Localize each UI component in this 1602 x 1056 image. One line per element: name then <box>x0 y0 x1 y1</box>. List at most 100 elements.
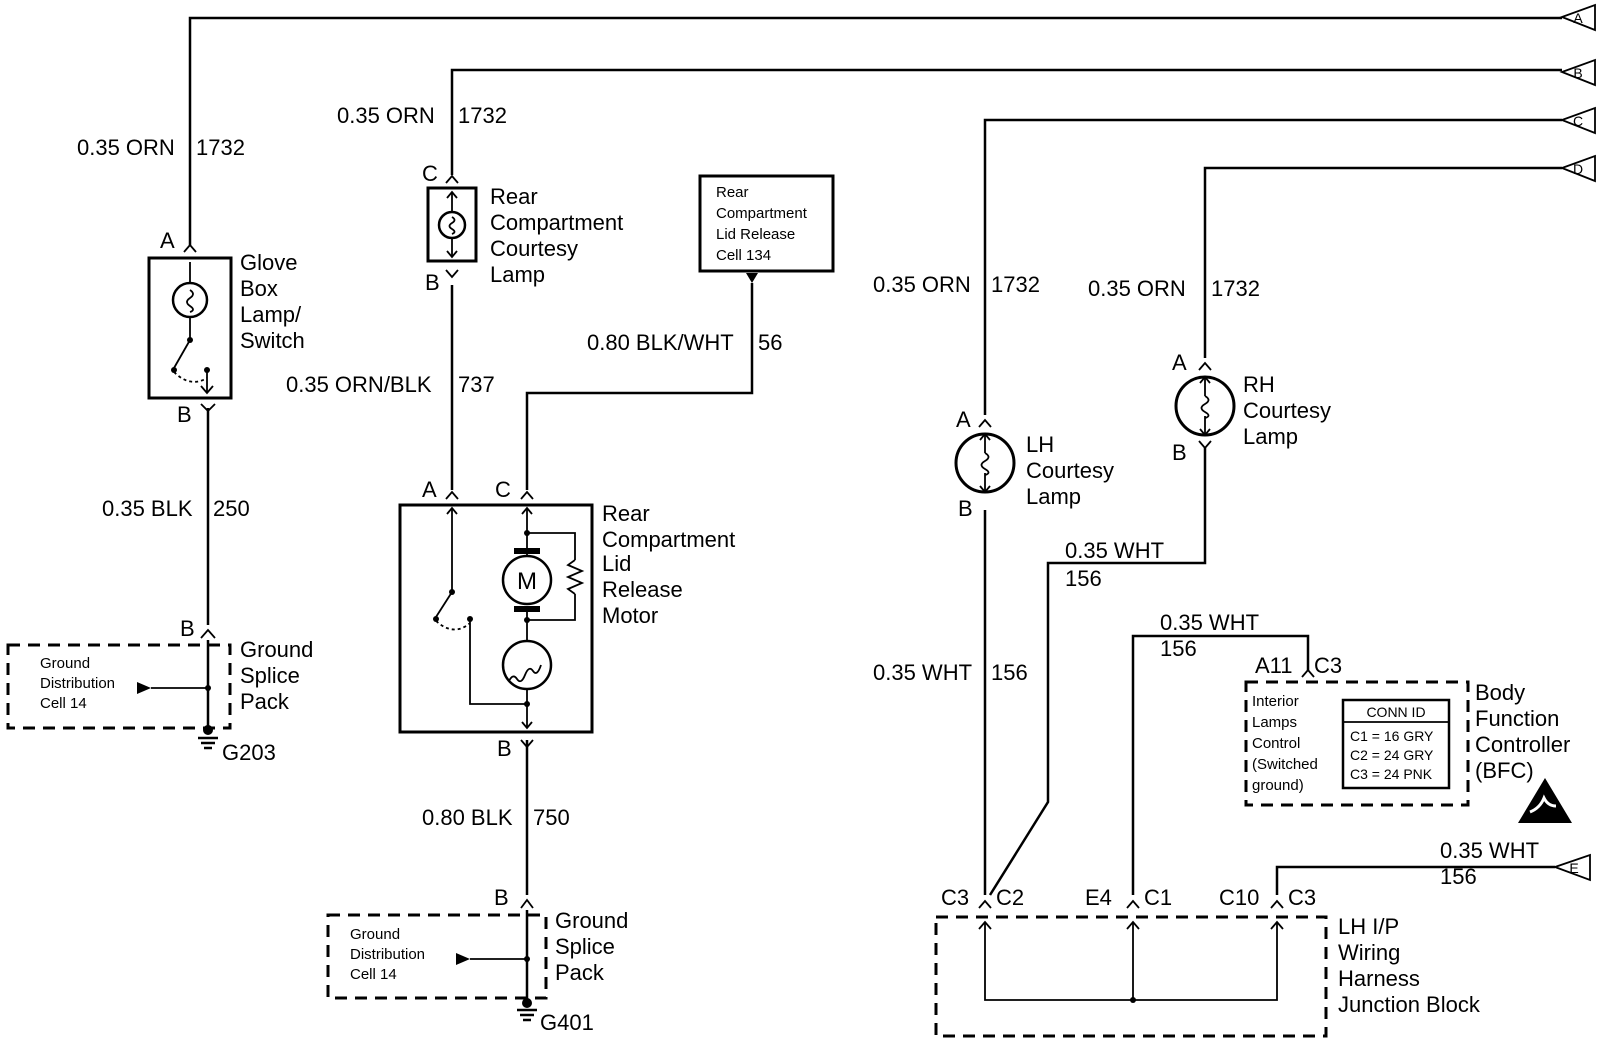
release-cell-label-2: Compartment <box>716 205 808 222</box>
offpage-connector-b[interactable]: B <box>1559 58 1596 87</box>
glove-box-label-1: Glove <box>240 250 297 275</box>
wire-circuit-label: 1732 <box>196 135 245 160</box>
wire-gauge-label: 0.35 WHT <box>1065 538 1164 563</box>
junction-label-4: Junction Block <box>1338 992 1481 1017</box>
offpage-connector-d[interactable]: D <box>1559 154 1596 183</box>
offpage-connector-a[interactable]: A <box>1559 3 1596 32</box>
pin-label: B <box>177 402 192 427</box>
connector-label: C1 <box>1144 885 1172 910</box>
glove-box-label-3: Lamp/ <box>240 302 302 327</box>
pin-label: C3 <box>941 885 969 910</box>
pin-label: B <box>958 496 973 521</box>
rear-compartment-lid-release-reference[interactable]: Rear Compartment Lid Release Cell 134 <box>698 174 835 283</box>
wire-circuit-label: 156 <box>1160 636 1197 661</box>
splice2-cell-2: Distribution <box>350 946 425 963</box>
conn-id-row: C2 = 24 GRY <box>1350 747 1434 763</box>
bfc-label-4: (BFC) <box>1475 758 1534 783</box>
pin-label: A <box>422 477 437 502</box>
glove-box-label-4: Switch <box>240 328 305 353</box>
thermal-element-icon <box>508 664 542 683</box>
ground-label-g203: G203 <box>222 740 276 765</box>
wire-circuit-label: 750 <box>533 805 570 830</box>
connector-label: C3 <box>1314 653 1342 678</box>
lh-courtesy-lamp[interactable] <box>954 432 1016 494</box>
rear-courtesy-label-4: Lamp <box>490 262 545 287</box>
wire-gauge-label: 0.35 BLK <box>102 496 193 521</box>
arrow-icon <box>137 682 151 694</box>
wire-gauge-label: 0.35 ORN <box>77 135 175 160</box>
wire-gauge-label: 0.35 ORN/BLK <box>286 372 432 397</box>
bfc-label-3: Controller <box>1475 732 1570 757</box>
release-motor-label-1: Rear <box>602 501 650 526</box>
bfc-inner-label-4: (Switched <box>1252 756 1318 773</box>
conn-id-title: CONN ID <box>1366 704 1425 720</box>
lh-ip-wiring-harness-junction-block[interactable] <box>934 915 1328 1038</box>
wire-gauge-label: 0.80 BLK/WHT <box>587 330 734 355</box>
offpage-connector-c[interactable]: C <box>1559 106 1596 135</box>
splice1-cell-3: Cell 14 <box>40 695 87 712</box>
glove-box-label-2: Box <box>240 276 278 301</box>
offpage-connector-e[interactable]: E <box>1552 853 1591 882</box>
connector-label: C2 <box>996 885 1024 910</box>
circuit-breaker-icon <box>501 639 553 691</box>
rear-courtesy-label-3: Courtesy <box>490 236 578 261</box>
pin-label: A <box>1172 350 1187 375</box>
wire-circuit-label: 1732 <box>991 272 1040 297</box>
pin-label: A <box>160 228 175 253</box>
wire-gauge-label: 0.35 ORN <box>873 272 971 297</box>
ground-splice-pack-2[interactable]: Ground Distribution Cell 14 <box>326 910 548 1000</box>
splice1-label-1: Ground <box>240 637 313 662</box>
wire-circuit-label: 1732 <box>458 103 507 128</box>
splice2-cell-1: Ground <box>350 926 400 943</box>
connector-label: C3 <box>1288 885 1316 910</box>
junction-label-1: LH I/P <box>1338 914 1399 939</box>
wire-circuit-label: 250 <box>213 496 250 521</box>
bfc-inner-label-1: Interior <box>1252 693 1299 710</box>
rear-courtesy-label-2: Compartment <box>490 210 623 235</box>
connector-label-b: B <box>1573 65 1582 81</box>
body-function-controller[interactable]: Interior Lamps Control (Switched ground)… <box>1244 680 1470 807</box>
wire-circuit-label: 156 <box>1440 864 1477 889</box>
pin-label: A11 <box>1255 653 1293 678</box>
splice2-label-3: Pack <box>555 960 605 985</box>
wire-circuit-label: 156 <box>991 660 1028 685</box>
connector-label-d: D <box>1573 161 1583 177</box>
release-motor-label-5: Motor <box>602 603 658 628</box>
wire-gauge-label: 0.35 WHT <box>1160 610 1259 635</box>
splice2-cell-3: Cell 14 <box>350 966 397 983</box>
pin-label: B <box>425 270 440 295</box>
pin-label: E4 <box>1085 885 1112 910</box>
pin-label: C <box>495 477 511 502</box>
release-motor-label-3: Lid <box>602 551 631 576</box>
release-motor-label-4: Release <box>602 577 683 602</box>
wire-gauge-label: 0.35 WHT <box>1440 838 1539 863</box>
rh-courtesy-lamp[interactable] <box>1174 375 1236 437</box>
conn-id-row: C1 = 16 GRY <box>1350 728 1434 744</box>
splice1-cell-1: Ground <box>40 655 90 672</box>
rear-compartment-courtesy-lamp[interactable] <box>426 186 478 263</box>
pin-label: B <box>1172 440 1187 465</box>
ground-icon-2 <box>517 998 537 1022</box>
lh-lamp-label-1: LH <box>1026 432 1054 457</box>
pin-label: A <box>956 407 971 432</box>
splice2-label-2: Splice <box>555 934 615 959</box>
junction-label-3: Harness <box>1338 966 1420 991</box>
rh-lamp-label-2: Courtesy <box>1243 398 1331 423</box>
splice2-label-1: Ground <box>555 908 628 933</box>
filament-icon <box>186 289 194 313</box>
lh-lamp-label-3: Lamp <box>1026 484 1081 509</box>
ground-label-g401: G401 <box>540 1010 594 1035</box>
ground-splice-pack-1[interactable]: Ground Distribution Cell 14 <box>6 640 232 730</box>
lamp-icon <box>437 210 467 240</box>
glove-box-lamp-switch[interactable] <box>147 256 233 400</box>
connector-label-e: E <box>1569 860 1578 876</box>
wire-gauge-label: 0.35 WHT <box>873 660 972 685</box>
lh-lamp-label-2: Courtesy <box>1026 458 1114 483</box>
splice1-label-2: Splice <box>240 663 300 688</box>
pin-label: C10 <box>1219 885 1259 910</box>
splice1-label-3: Pack <box>240 689 290 714</box>
filament-icon <box>1200 395 1210 419</box>
connector-label-c: C <box>1573 113 1583 129</box>
rear-compartment-lid-release-motor[interactable]: M <box>398 503 594 734</box>
